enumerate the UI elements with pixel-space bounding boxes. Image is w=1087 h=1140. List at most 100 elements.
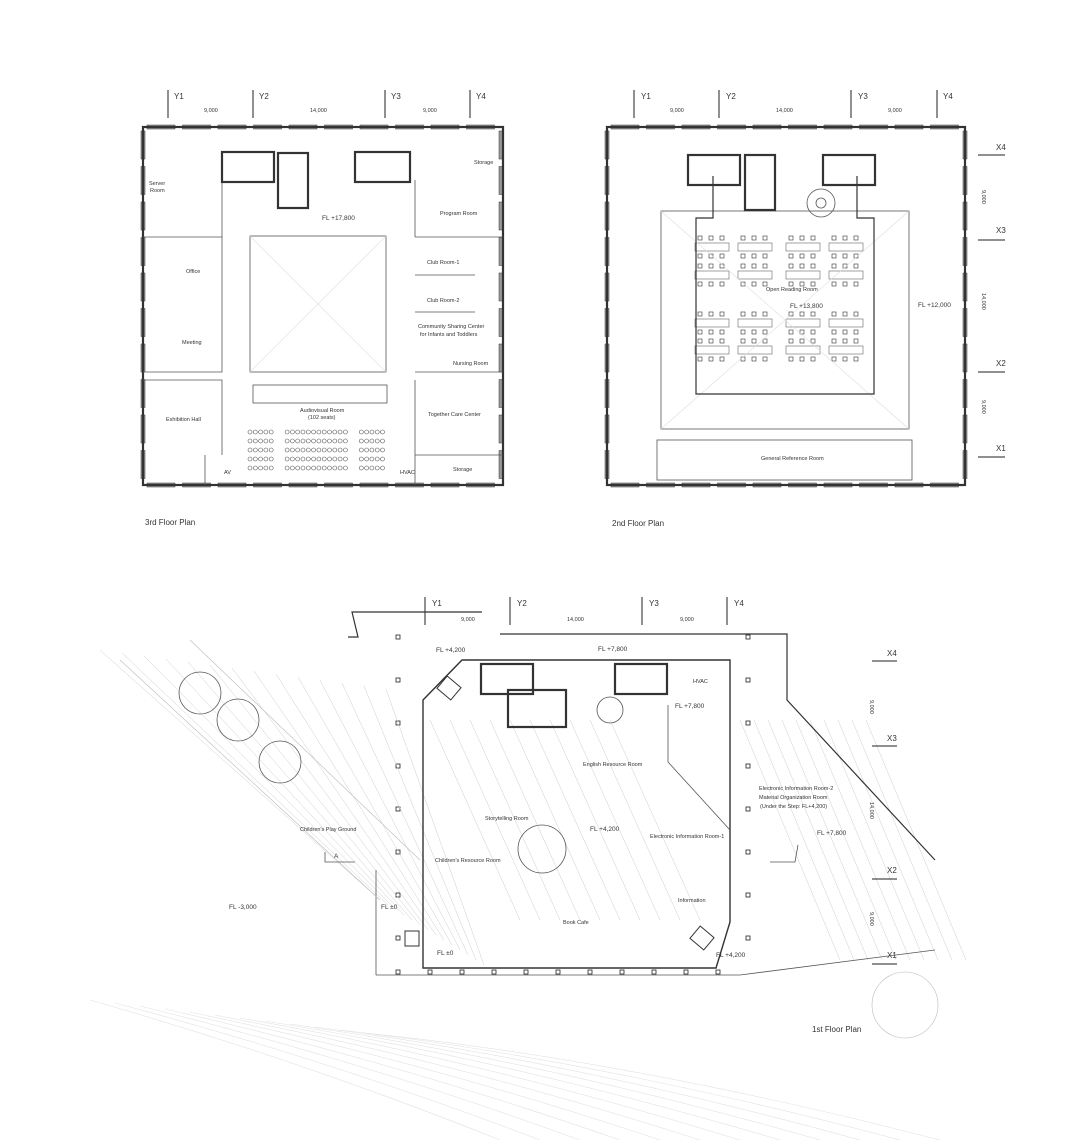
chair-icon [751,281,757,287]
chair-icon [708,263,714,269]
table-icon [737,270,773,280]
grid-label: X1 [996,444,1006,453]
seat-icon [332,447,338,453]
seat-icon [284,465,290,471]
chair-icon [831,253,837,259]
chair-icon [740,235,746,241]
seat-icon [332,465,338,471]
seat-icon [295,438,301,444]
contour-line [289,1023,821,1140]
column [745,892,751,898]
chair-icon [842,338,848,344]
chair-icon [762,235,768,241]
room-label-storage: Storage [453,467,472,473]
chair-icon [788,356,794,362]
seat-icon [316,456,322,462]
column [395,763,401,769]
grid-label: Y3 [649,599,659,608]
seat-icon [316,465,322,471]
seat-icon [316,447,322,453]
grid-label: X2 [996,359,1006,368]
grid-label: Y4 [476,92,486,101]
seat-icon [258,465,263,471]
seat-icon [258,447,263,453]
level-marker: FL +7,800 [598,646,628,653]
chair-icon [708,311,714,317]
seat-icon [321,438,327,444]
room-label-general-reference: General Reference Room [761,456,824,462]
grid-label: X2 [887,866,897,875]
room-label-storage: Storage [474,160,493,166]
chair-icon [799,329,805,335]
chair-icon [853,329,859,335]
room-label-club1: Club Room-1 [427,260,459,266]
table-icon [785,242,821,252]
seat-icon [305,447,311,453]
seat-icon [358,447,364,453]
seat-icon [263,456,269,462]
grid-axes-3f: Y1 Y2 Y3 Y4 9,000 14,000 9,000 [167,90,486,118]
seat-icon [305,429,311,435]
seat-icon [290,438,295,444]
seat-icon [374,456,380,462]
column [395,677,401,683]
column [745,677,751,683]
chair-icon [751,263,757,269]
seat-icon [268,465,274,471]
chair-icon [842,263,848,269]
site-line [187,661,413,921]
plan-title-3f: 3rd Floor Plan [145,518,195,527]
chair-icon [697,329,703,335]
level-marker: FL -3,000 [229,904,257,911]
seat-icon [364,438,369,444]
chair-icon [697,253,703,259]
shelf-line [429,719,521,921]
chair-icon [799,338,805,344]
chair-icon [697,281,703,287]
seat-icon [263,465,269,471]
column [745,720,751,726]
chair-icon [719,356,725,362]
chair-icon [810,235,816,241]
site-edge [119,639,421,901]
chair-icon [697,235,703,241]
seat-icon [380,456,385,462]
chair-icon [788,311,794,317]
chair-icon [810,338,816,344]
column [491,969,497,975]
plaza-edge [375,870,936,976]
seat-icon [380,438,385,444]
seat-icon [343,447,348,453]
seat-icon [343,465,348,471]
column [395,969,401,975]
column [715,969,721,975]
table-icon [737,318,773,328]
chair-icon [831,263,837,269]
level-marker: FL ±0 [437,950,454,957]
seat-icon [337,465,343,471]
contour-line [214,1014,701,1140]
table-icon [694,318,730,328]
chair-icon [751,253,757,259]
chair-icon [831,338,837,344]
dimension: 9,000 [980,190,986,204]
room-label-meeting: Meeting [182,340,202,346]
seat-icon [247,456,253,462]
seat-icon [369,447,375,453]
chair-icon [719,329,725,335]
seat-icon [369,456,375,462]
seat-icon [332,438,338,444]
chair-icon [697,311,703,317]
seat-icon [305,465,311,471]
elevator-core [506,688,568,729]
seat-icon [321,429,327,435]
room-label-hvac: HVAC [400,470,415,476]
shelf-line [489,719,581,921]
chair-icon [751,356,757,362]
seat-icon [295,447,301,453]
seat-icon [337,456,343,462]
dimension: 9,000 [461,617,475,623]
grid-label: Y1 [174,92,184,101]
chair-icon [831,235,837,241]
column [745,763,751,769]
